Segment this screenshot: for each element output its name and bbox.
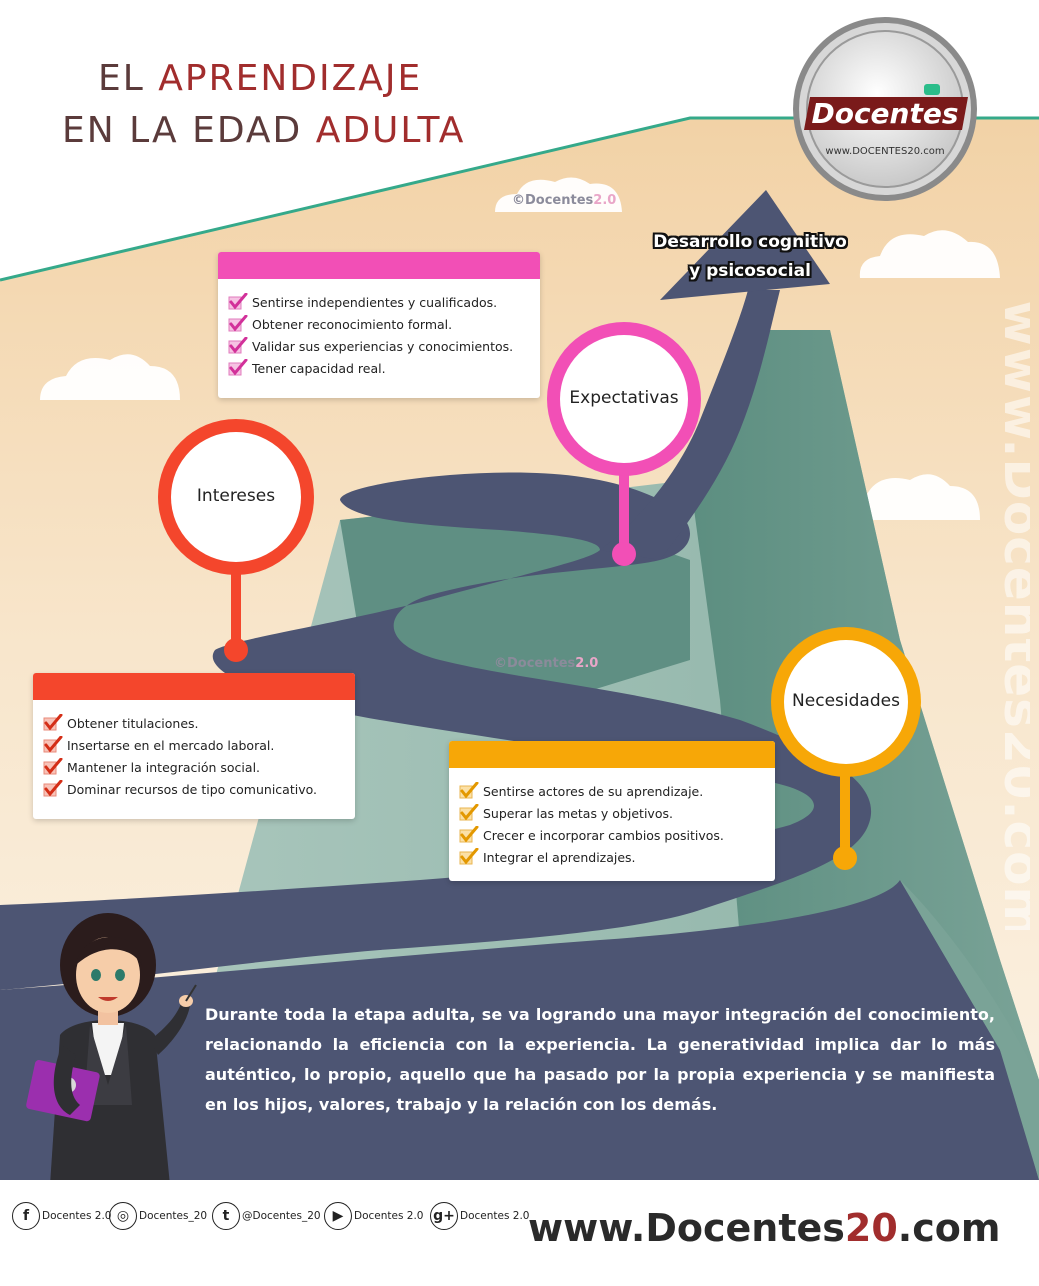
card-expectativas: Sentirse independientes y cualificados. … <box>218 252 540 398</box>
card-header <box>33 673 355 700</box>
list-item: Sentirse actores de su aprendizaje. <box>459 780 775 802</box>
bubble-label-expectativas: Expectativas <box>569 388 679 408</box>
list-item: Superar las metas y objetivos. <box>459 802 775 824</box>
instagram-icon: ◎ <box>109 1202 137 1230</box>
peak-label-line2: y psicosocial <box>689 261 811 281</box>
check-icon <box>459 826 479 843</box>
list-item: Crecer e incorporar cambios positivos. <box>459 824 775 846</box>
body-paragraph: Durante toda la etapa adulta, se va logr… <box>205 1005 995 1114</box>
title-part-3: EN LA EDAD <box>62 110 316 151</box>
social-twitter[interactable]: t @Docentes_20 <box>212 1202 321 1230</box>
svg-text:www.DOCENTES20.com: www.DOCENTES20.com <box>825 146 944 157</box>
peak-label: Desarrollo cognitivo y psicosocial <box>620 228 880 286</box>
list-item: Validar sus experiencias y conocimientos… <box>228 335 540 357</box>
title-line-2: EN LA EDAD ADULTA <box>62 110 465 151</box>
check-icon <box>43 736 63 753</box>
check-icon <box>459 782 479 799</box>
list-item: Sentirse independientes y cualificados. <box>228 291 540 313</box>
footer <box>0 1180 1039 1286</box>
check-icon <box>43 714 63 731</box>
pin-intereses <box>158 419 314 662</box>
social-label: Docentes 2.0 <box>460 1210 530 1222</box>
title-part-1: EL <box>98 58 159 99</box>
road-upper <box>600 290 780 560</box>
watermark-middle: ©Docentes2.0 <box>494 656 599 671</box>
list-item: Integrar el aprendizajes. <box>459 846 775 868</box>
title-part-4: ADULTA <box>315 110 466 151</box>
youtube-icon: ▶ <box>324 1202 352 1230</box>
list-item: Mantener la integración social. <box>43 756 355 778</box>
check-icon <box>228 293 248 310</box>
social-label: Docentes_20 <box>139 1210 208 1222</box>
social-label: Docentes 2.0 <box>354 1210 424 1222</box>
list-item: Dominar recursos de tipo comunicativo. <box>43 778 355 800</box>
card-list: Obtener titulaciones. Insertarse en el m… <box>33 700 355 800</box>
check-icon <box>228 315 248 332</box>
card-intereses: Obtener titulaciones. Insertarse en el m… <box>33 673 355 819</box>
vertical-url-watermark: www.Docentes20.com <box>993 300 1030 930</box>
facebook-icon: f <box>12 1202 40 1230</box>
social-instagram[interactable]: ◎ Docentes_20 <box>109 1202 207 1230</box>
docentes-logo: Docentes www.DOCENTES20.com <box>793 17 977 201</box>
pin-necesidades <box>771 627 921 870</box>
watermark-top: ©Docentes2.0 <box>512 193 617 208</box>
arrow-head <box>660 190 830 300</box>
title-part-2: APRENDIZAJE <box>158 58 423 99</box>
social-youtube[interactable]: ▶ Docentes 2.0 <box>324 1202 423 1230</box>
check-icon <box>228 337 248 354</box>
card-necesidades: Sentirse actores de su aprendizaje. Supe… <box>449 741 775 881</box>
bubble-label-necesidades: Necesidades <box>792 691 900 711</box>
card-header <box>218 252 540 279</box>
list-item: Insertarse en el mercado laboral. <box>43 734 355 756</box>
clouds <box>40 177 1000 520</box>
twitter-icon: t <box>212 1202 240 1230</box>
card-header <box>449 741 775 768</box>
teacher-illustration <box>26 913 197 1185</box>
check-icon <box>43 780 63 797</box>
check-icon <box>459 804 479 821</box>
social-facebook[interactable]: f Docentes 2.0 <box>12 1202 111 1230</box>
check-icon <box>459 848 479 865</box>
google-plus-icon: g+ <box>430 1202 458 1230</box>
social-label: Docentes 2.0 <box>42 1210 112 1222</box>
card-list: Sentirse actores de su aprendizaje. Supe… <box>449 768 775 868</box>
list-item: Obtener titulaciones. <box>43 712 355 734</box>
peak-label-line1: Desarrollo cognitivo <box>653 232 847 252</box>
footer-website-link[interactable]: www.Docentes20.com <box>528 1206 1001 1250</box>
social-label: @Docentes_20 <box>242 1210 321 1222</box>
list-item: Obtener reconocimiento formal. <box>228 313 540 335</box>
check-icon <box>43 758 63 775</box>
check-icon <box>228 359 248 376</box>
title-line-1: EL APRENDIZAJE <box>98 58 422 99</box>
svg-text:Docentes: Docentes <box>811 97 958 130</box>
pin-expectativas <box>547 322 701 566</box>
vertical-url-text: www.Docentes20.com <box>993 300 1030 930</box>
card-list: Sentirse independientes y cualificados. … <box>218 279 540 379</box>
list-item: Tener capacidad real. <box>228 357 540 379</box>
bubble-label-intereses: Intereses <box>196 486 276 506</box>
social-googleplus[interactable]: g+ Docentes 2.0 <box>430 1202 529 1230</box>
